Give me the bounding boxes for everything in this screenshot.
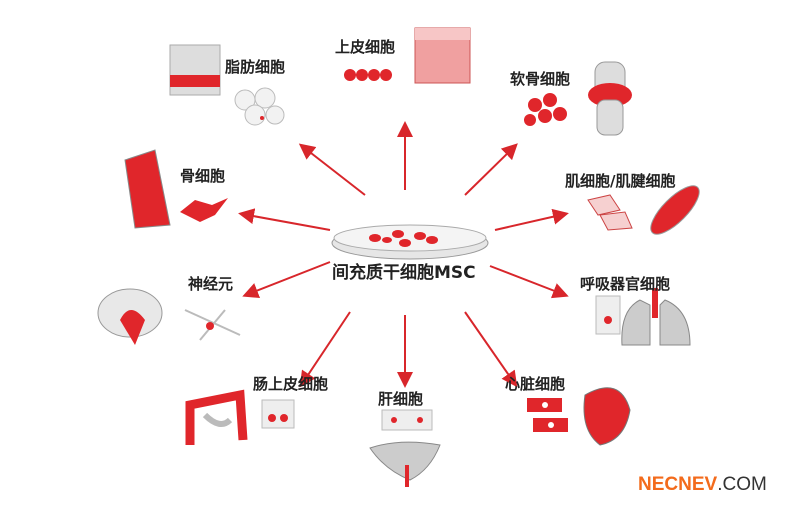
label-respiratory: 呼吸器官细胞: [580, 275, 671, 293]
bone-icon: [124, 149, 228, 229]
label-chondrocyte: 软骨细胞: [510, 70, 571, 88]
arrow-neuron: [242, 261, 331, 299]
arrow-muscle: [494, 208, 569, 231]
skin-tissue-icon: [344, 27, 471, 84]
liver-icon: [369, 409, 441, 487]
watermark-suffix: .COM: [717, 474, 767, 495]
label-adipocyte: 脂肪细胞: [225, 58, 286, 76]
petri-dish-icon: [331, 224, 489, 260]
label-cardiac: 心脏细胞: [505, 375, 566, 393]
arrows: [238, 121, 569, 388]
arrow-adipocyte: [298, 143, 366, 196]
center-label: 间充质干细胞MSC: [332, 263, 476, 283]
heart-icon: [527, 387, 631, 446]
label-intestinal: 肠上皮细胞: [253, 375, 329, 393]
brain-icon: [97, 288, 163, 345]
label-epithelial: 上皮细胞: [335, 38, 396, 56]
lungs-icon: [595, 288, 691, 346]
label-neuron: 神经元: [188, 275, 234, 293]
arrow-respiratory: [489, 265, 569, 299]
arrow-cardiac: [464, 311, 518, 388]
label-osteocyte: 骨细胞: [180, 167, 226, 185]
neuron-icon: [184, 309, 241, 341]
watermark: NECNEV.COM: [638, 474, 767, 496]
watermark-brand: NECNEV: [638, 474, 718, 495]
intestine-icon: [185, 389, 295, 445]
adipose-tissue-icon: [169, 44, 285, 126]
muscle-icon: [587, 185, 700, 235]
arrow-chondrocyte: [464, 143, 518, 196]
label-muscle: 肌细胞/肌腱细胞: [565, 172, 676, 190]
arrow-intestinal: [299, 311, 351, 388]
arrow-osteocyte: [238, 208, 331, 231]
knee-joint-icon: [524, 61, 632, 136]
label-hepatocyte: 肝细胞: [378, 390, 424, 408]
